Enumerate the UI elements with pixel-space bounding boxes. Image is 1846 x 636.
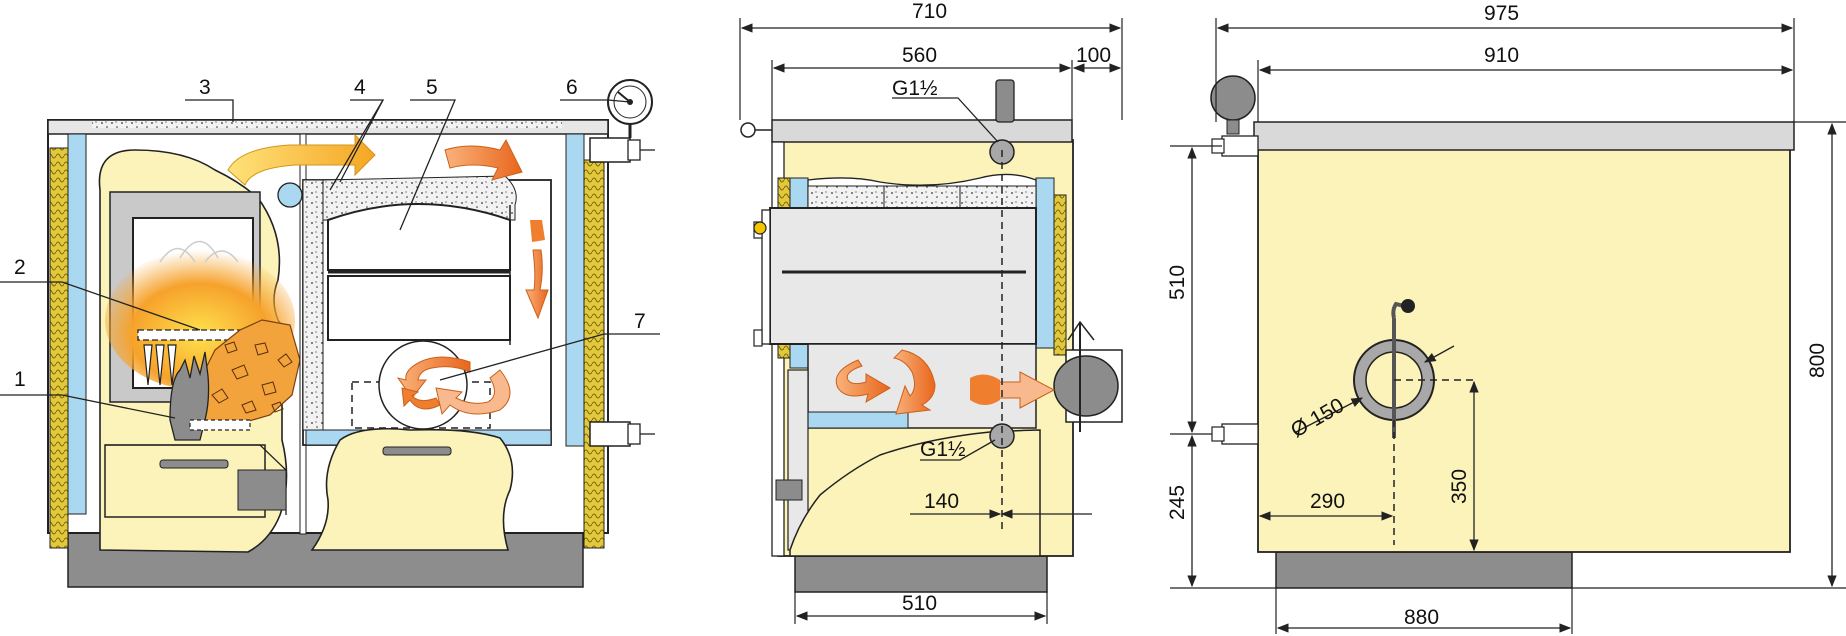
section-left-water-jacket: [67, 133, 87, 515]
section-ash-pan: [237, 469, 287, 511]
callout-4: 4: [354, 76, 366, 99]
side-bottom-port: [989, 423, 1015, 449]
side-rear-offset: 100: [1076, 44, 1111, 67]
side-base-width: 510: [902, 592, 937, 615]
section-chamber-upper: [327, 203, 511, 271]
section-top-insulation: [92, 121, 562, 128]
side-knob: [753, 221, 767, 235]
section-ash-door-handle: [159, 459, 229, 469]
section-leaders: [0, 99, 660, 419]
side-blue-right: [1035, 177, 1055, 349]
section-lower-pipe: [589, 421, 631, 447]
side-top-plate: [771, 119, 1073, 143]
side-dimensions: [739, 18, 1123, 624]
rear-base-width: 880: [1404, 606, 1439, 629]
rear-pressure-gauge: [1210, 75, 1256, 121]
section-turbulator-circle: [378, 340, 468, 430]
side-body-width: 560: [902, 44, 937, 67]
rear-total-height: 800: [1806, 343, 1829, 378]
rear-upper-pipe: [1221, 135, 1259, 157]
side-cutaway-bottom: [789, 429, 1041, 557]
rear-body: [1257, 147, 1791, 553]
section-flow-arrow-top: [227, 133, 376, 186]
section-exchanger-column: [302, 179, 324, 431]
rear-lower-pipe: [1221, 423, 1259, 445]
side-bottom-port-label: G1½: [920, 438, 966, 461]
section-flow-arrow-down: [525, 249, 549, 320]
side-view: 710 560 100 G1½ G1½ 140 510: [739, 0, 1123, 624]
side-right-insulation: [1053, 194, 1067, 356]
section-flow-arrow-loop-right: [435, 369, 511, 416]
side-overall-width: 710: [912, 0, 947, 23]
section-right-door-handle: [382, 446, 452, 456]
section-chamber-lower: [327, 275, 511, 341]
rear-flue-height: 350: [1448, 469, 1471, 504]
section-right-insulation: [583, 159, 605, 549]
side-flow-arrow-down: [892, 349, 936, 415]
callout-3: 3: [199, 76, 211, 99]
side-top-port-label: G1½: [892, 77, 938, 100]
rear-flue-horizontal: 290: [1310, 490, 1345, 513]
side-lower-blue: [807, 411, 909, 429]
rear-damper-knob: [1401, 299, 1415, 313]
callout-6: 6: [566, 76, 578, 99]
callout-5: 5: [426, 76, 438, 99]
rear-upper-height: 510: [1166, 265, 1189, 300]
side-base: [794, 555, 1048, 593]
section-flow-arrow-loop-left: [396, 356, 471, 399]
section-upper-pipe: [589, 137, 631, 163]
section-grate-teeth: [143, 344, 177, 386]
section-sensor-port: [277, 182, 303, 208]
side-flue-pipe: [1053, 355, 1119, 417]
side-top-stub: [995, 79, 1015, 123]
section-flue-arrow-inner: [401, 387, 441, 410]
section-ash-grate: [189, 419, 251, 431]
section-fuel-pieces: [211, 341, 293, 414]
rear-base: [1275, 551, 1573, 589]
callout-7: 7: [634, 310, 646, 333]
section-left-insulation: [49, 147, 69, 549]
side-exchanger: [769, 207, 1037, 345]
section-right-water-jacket: [565, 133, 585, 447]
section-flow-arrow-curve: [530, 220, 545, 242]
section-flow-arrow-right: [444, 138, 523, 181]
section-cutaway-right: [310, 427, 514, 551]
rear-dimensions: [1170, 18, 1846, 634]
rear-lower-height: 245: [1166, 485, 1189, 520]
rear-body-width: 910: [1484, 44, 1519, 67]
callout-1: 1: [14, 368, 26, 391]
callout-2: 2: [14, 256, 26, 279]
side-flue-offset: 140: [924, 490, 959, 513]
section-shaker: [169, 351, 210, 441]
rear-overall-width: 975: [1484, 2, 1519, 25]
side-flow-arrow-loop: [835, 359, 891, 404]
section-view: 1 2 3 4 5 6 7: [0, 76, 660, 588]
rear-top-plate: [1253, 121, 1795, 151]
rear-view: 975 910 510 245 800 Ø 150 290 350 880: [1166, 2, 1846, 634]
